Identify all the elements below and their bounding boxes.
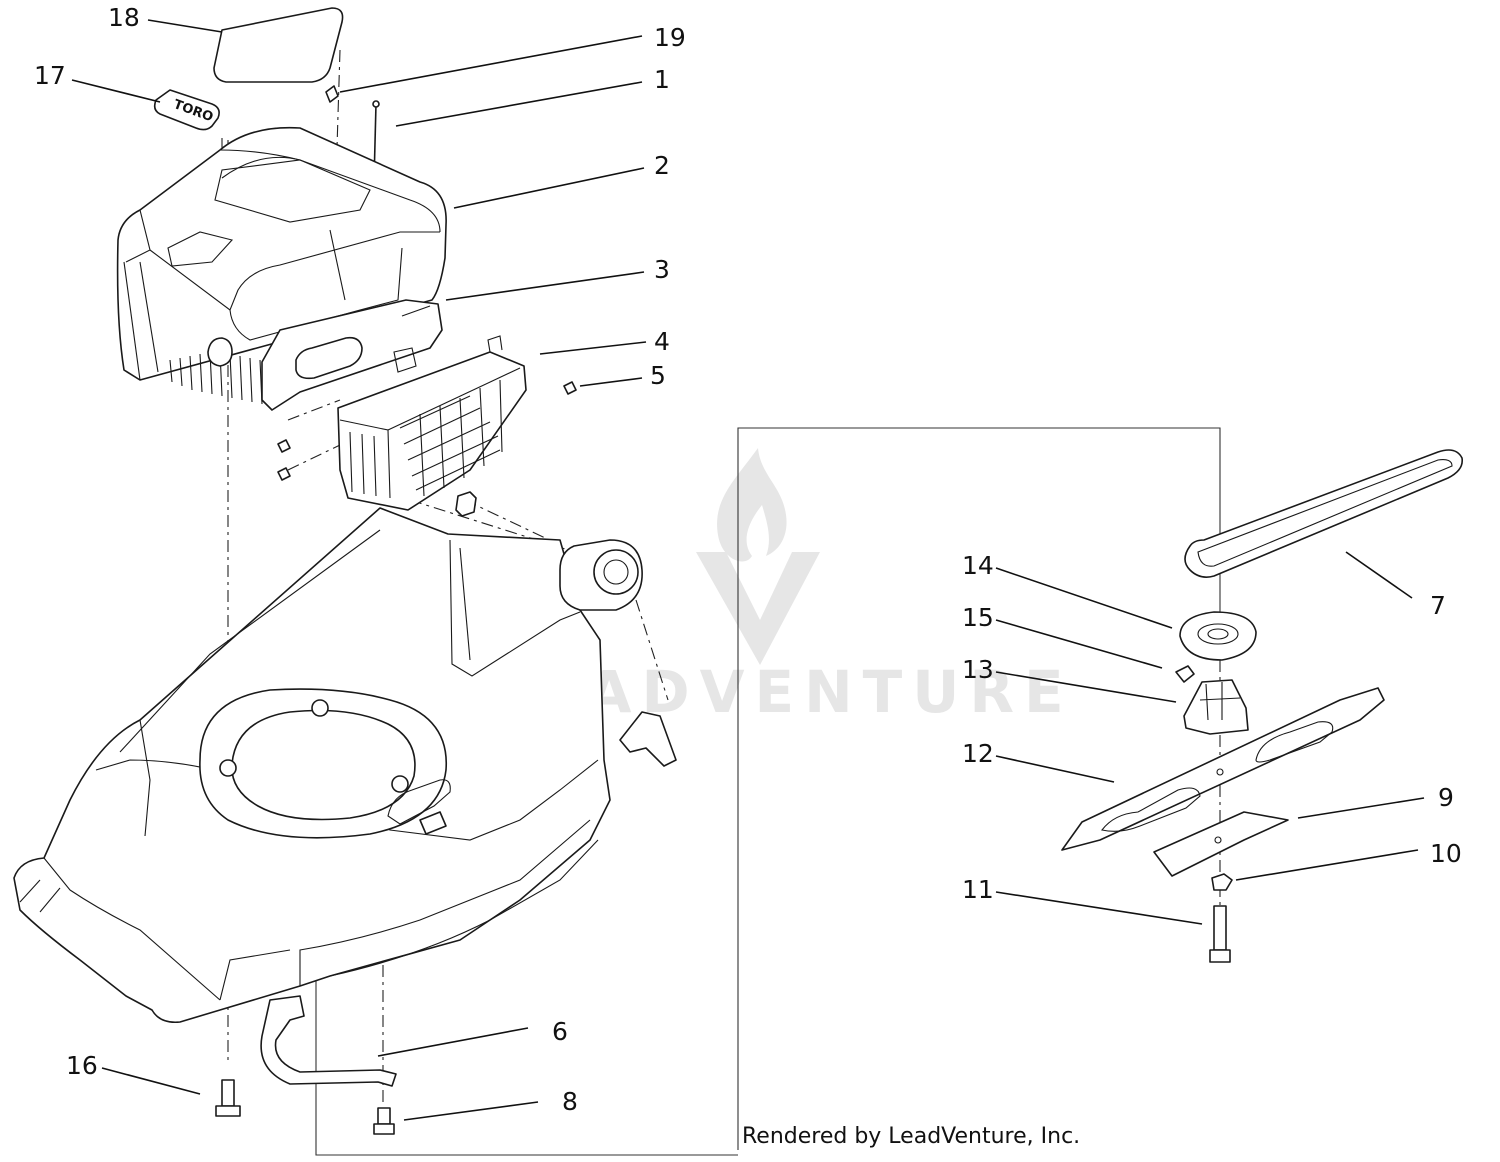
callout-7: 7	[1430, 591, 1446, 620]
callout-2: 2	[654, 151, 670, 180]
drive-assembly	[1061, 449, 1464, 963]
engine	[116, 126, 447, 411]
callout-19: 19	[654, 23, 686, 52]
callout-14: 14	[962, 551, 994, 580]
callout-leaders	[71, 19, 1425, 1121]
callout-9: 9	[1438, 783, 1454, 812]
deck-bracket	[260, 995, 397, 1087]
callout-labels: 18 17 19 1 2 3 4 5 7 14 15 13 12 9 10 11…	[34, 3, 1462, 1116]
callout-8: 8	[562, 1087, 578, 1116]
render-credit: Rendered by LeadVenture, Inc.	[742, 1124, 1081, 1149]
callout-10: 10	[1430, 839, 1462, 868]
callout-12: 12	[962, 739, 994, 768]
watermark-v-icon	[696, 552, 820, 665]
muffler-guard	[337, 335, 527, 511]
callout-3: 3	[654, 255, 670, 284]
callout-11: 11	[962, 875, 994, 904]
callout-6: 6	[552, 1017, 568, 1046]
callout-17: 17	[34, 61, 66, 90]
screws	[277, 381, 577, 517]
callout-1: 1	[654, 65, 670, 94]
callout-5: 5	[650, 361, 666, 390]
callout-16: 16	[66, 1051, 98, 1080]
decal-square	[213, 7, 344, 83]
small-pin	[325, 85, 339, 103]
mower-deck	[13, 507, 677, 1024]
callout-15: 15	[962, 603, 994, 632]
callout-13: 13	[962, 655, 994, 684]
bolts-left	[215, 1079, 395, 1135]
callout-18: 18	[108, 3, 140, 32]
callout-4: 4	[654, 327, 670, 356]
toro-badge: TORO	[153, 89, 220, 131]
watermark-flame-icon	[717, 448, 787, 562]
